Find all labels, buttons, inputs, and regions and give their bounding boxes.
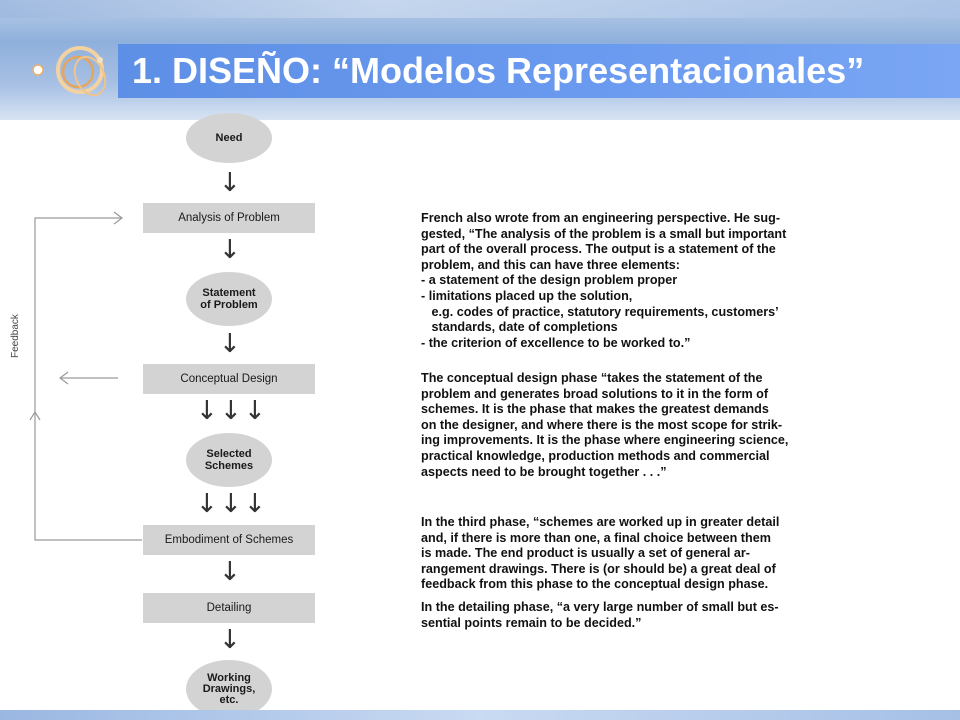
node-conceptual-design: Conceptual Design: [143, 364, 315, 394]
node-embodiment-of-schemes: Embodiment of Schemes: [143, 525, 315, 555]
description-detailing: In the detailing phase, “a very large nu…: [421, 600, 779, 630]
page-title: 1. DISEÑO: “Modelos Representacionales”: [132, 50, 865, 91]
down-arrow-icon: ↓: [219, 625, 241, 655]
description-conceptual-design: The conceptual design phase “takes the s…: [421, 371, 789, 479]
footer-band: [0, 710, 960, 720]
node-need: Need: [186, 113, 272, 163]
down-arrow-icon: ↓: [220, 489, 242, 519]
description-embodiment: In the third phase, “schemes are worked …: [421, 515, 780, 592]
description-analysis: French also wrote from an engineering pe…: [421, 211, 787, 350]
feedback-label: Feedback: [10, 314, 21, 358]
node-selected-schemes: Selected Schemes: [186, 433, 272, 487]
down-arrow-icon: ↓: [244, 489, 266, 519]
node-detailing: Detailing: [143, 593, 315, 623]
down-arrow-icon: ↓: [220, 396, 242, 426]
node-working-drawings: Working Drawings, etc.: [186, 660, 272, 718]
logo-rings-icon: [32, 46, 107, 97]
down-arrow-icon: ↓: [196, 489, 218, 519]
down-arrow-icon: ↓: [196, 396, 218, 426]
down-arrow-icon: ↓: [219, 329, 241, 359]
title-bar: 1. DISEÑO: “Modelos Representacionales”: [118, 44, 960, 98]
down-arrow-icon: ↓: [219, 168, 241, 198]
node-statement-of-problem: Statement of Problem: [186, 272, 272, 326]
down-arrow-icon: ↓: [219, 235, 241, 265]
down-arrow-icon: ↓: [244, 396, 266, 426]
node-analysis-of-problem: Analysis of Problem: [143, 203, 315, 233]
down-arrow-icon: ↓: [219, 557, 241, 587]
header-band: 1. DISEÑO: “Modelos Representacionales”: [0, 0, 960, 120]
